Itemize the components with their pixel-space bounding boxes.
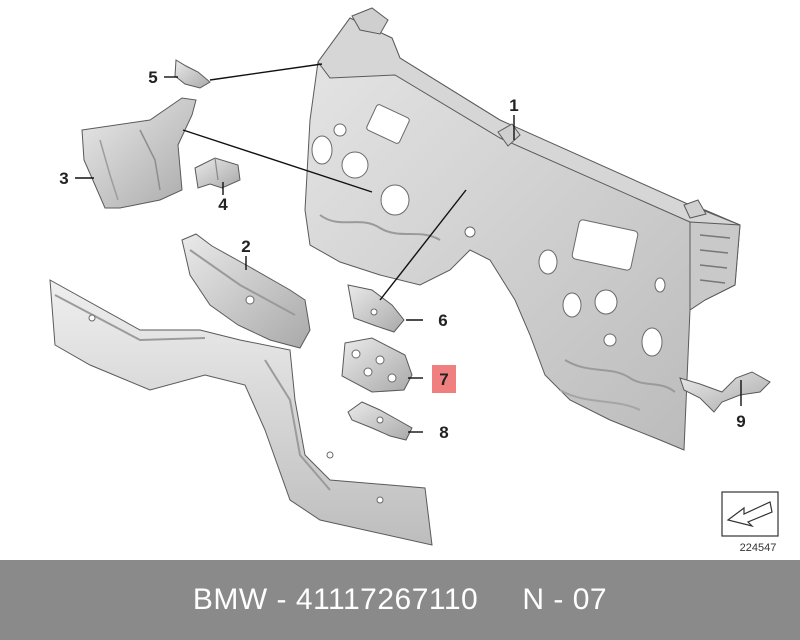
callout-6[interactable]: 6 — [438, 311, 447, 330]
part-4-bracket — [194, 157, 241, 189]
callouts: 1 2 3 4 5 6 7 8 9 — [59, 68, 745, 442]
diagram-id: 224547 — [740, 542, 777, 554]
footer-bar: BMW - 41117267110 N - 07 — [0, 560, 800, 640]
callout-8[interactable]: 8 — [439, 423, 448, 442]
part-number-label: BMW - 41117267110 N - 07 — [192, 583, 608, 616]
callout-5[interactable]: 5 — [148, 68, 157, 87]
part-1-bulkhead — [304, 7, 741, 451]
part-8-bracket — [347, 401, 413, 441]
part-5-bracket — [174, 59, 211, 89]
callout-7[interactable]: 7 — [439, 370, 448, 389]
part-7-plate — [341, 337, 413, 393]
callout-1[interactable]: 1 — [509, 96, 518, 115]
parts-diagram: 1 2 3 4 5 6 7 8 9 224547 — [49, 7, 779, 554]
callout-9[interactable]: 9 — [736, 412, 745, 431]
part-2-frame-rail — [49, 233, 433, 546]
part-3-side-bracket — [81, 97, 197, 209]
orientation-arrow-icon — [721, 491, 779, 537]
callout-2[interactable]: 2 — [241, 237, 250, 256]
callout-3[interactable]: 3 — [59, 169, 68, 188]
part-6-bracket — [347, 284, 405, 333]
leader-lines — [75, 63, 742, 433]
callout-7-highlight — [432, 365, 456, 393]
part-9-bracket — [679, 371, 771, 413]
callout-4[interactable]: 4 — [218, 195, 228, 214]
